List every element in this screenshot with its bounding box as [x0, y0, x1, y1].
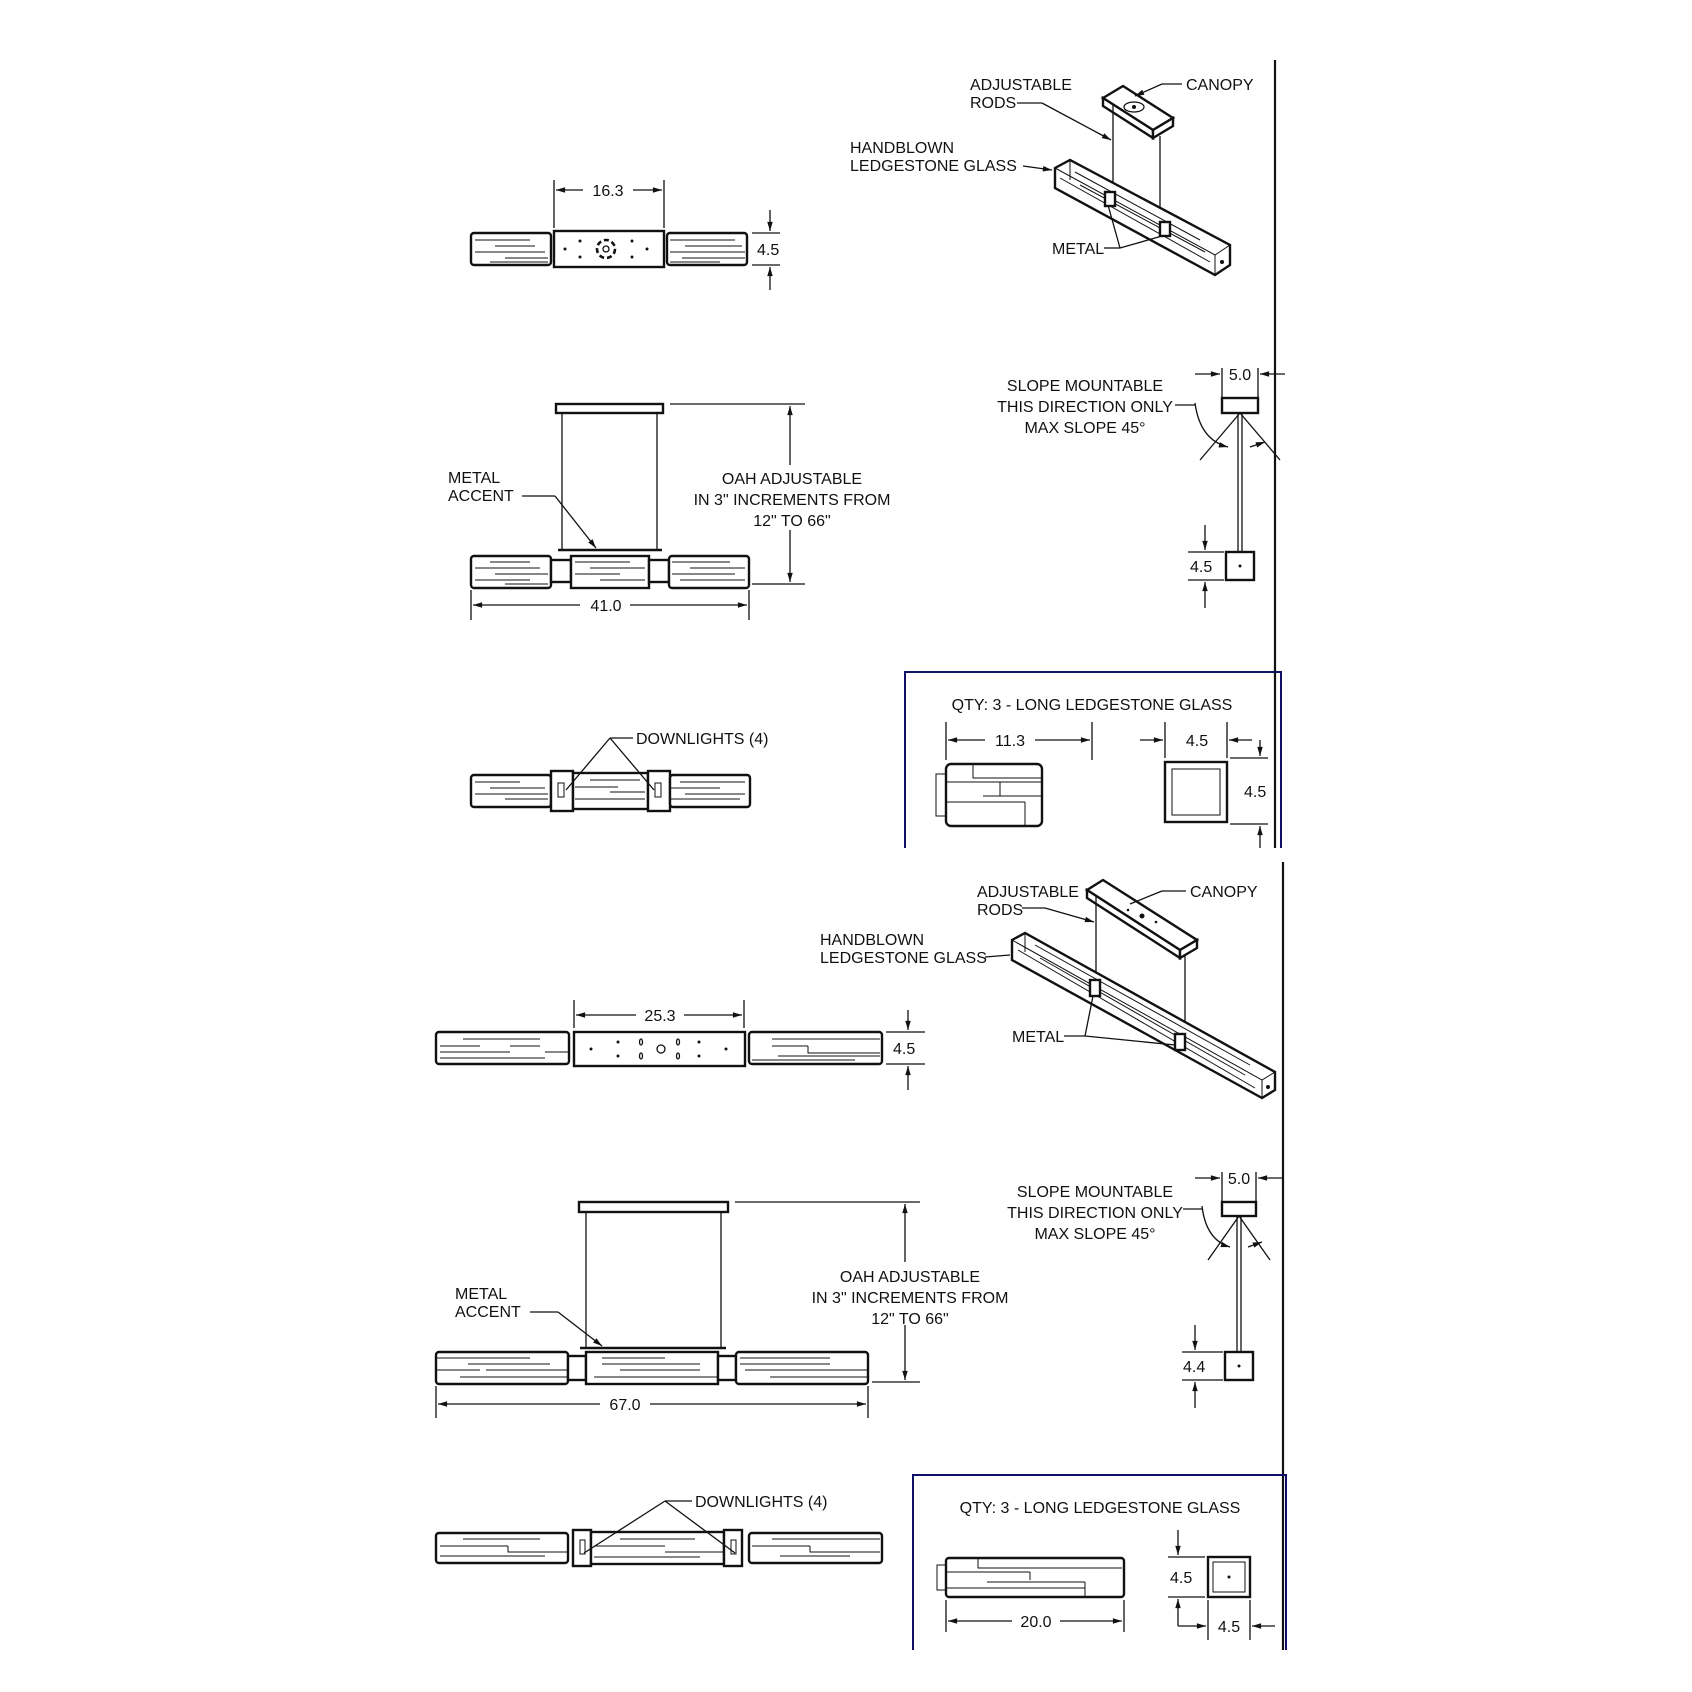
glass-segment-right — [665, 231, 749, 267]
glass-height-dim: 4.5 — [1170, 1570, 1192, 1587]
slope-note-line-1: SLOPE MOUNTABLE — [1007, 378, 1163, 395]
glass-body-iso — [1010, 931, 1277, 1100]
label-metal: METAL — [455, 1286, 507, 1303]
slope-note-line-2: THIS DIRECTION ONLY — [1007, 1205, 1183, 1222]
label-ledgestone-glass: LEDGESTONE GLASS — [820, 950, 987, 967]
canopy-top — [572, 1030, 747, 1068]
slope-note-line-2: THIS DIRECTION ONLY — [997, 399, 1173, 416]
slope-note-line-3: MAX SLOPE 45° — [1024, 420, 1145, 437]
glass-body-iso — [1053, 158, 1232, 277]
slope-note-line-3: MAX SLOPE 45° — [1034, 1226, 1155, 1243]
iso-view: ADJUSTABLE RODS CANOPY HANDBLOWN LEDGEST… — [820, 878, 1277, 1100]
sheet-2: 25.3 4.5 ADJUSTABLE RODS — [434, 862, 1287, 1650]
sheet-1: 16.3 4.5 — [448, 60, 1285, 848]
bottom-view: DOWNLIGHTS (4) — [469, 731, 768, 813]
oah-note-line-3: 12" TO 66" — [753, 513, 830, 530]
glass-side — [944, 762, 1044, 828]
canopy-top — [552, 229, 666, 269]
metal-connector-1 — [1103, 190, 1117, 208]
label-handblown: HANDBLOWN — [850, 140, 954, 157]
canopy-side — [1220, 396, 1260, 415]
oah-note-line-2: IN 3" INCREMENTS FROM — [812, 1290, 1009, 1307]
iso-view: ADJUSTABLE RODS CANOPY HANDBLOWN LEDGEST… — [850, 77, 1254, 277]
glass-detail-box: QTY: 3 - LONG LEDGESTONE GLASS 20.0 4.5 … — [912, 1474, 1287, 1650]
top-width-dim: 25.3 — [644, 1008, 675, 1025]
top-view: 16.3 4.5 — [469, 180, 780, 290]
top-view: 25.3 4.5 — [434, 1000, 925, 1090]
glass-detail-title: QTY: 3 - LONG LEDGESTONE GLASS — [960, 1500, 1241, 1517]
metal-connector-2 — [1173, 1032, 1187, 1052]
canopy-width-dim: 5.0 — [1228, 1171, 1250, 1188]
label-canopy: CANOPY — [1186, 77, 1254, 94]
glass-detail-title: QTY: 3 - LONG LEDGESTONE GLASS — [952, 697, 1233, 714]
body-height-dim: 4.5 — [1190, 559, 1212, 576]
label-downlights: DOWNLIGHTS (4) — [636, 731, 768, 748]
canopy-front — [554, 402, 665, 415]
oah-note-line-1: OAH ADJUSTABLE — [722, 471, 862, 488]
glass-height-dim: 4.5 — [1244, 784, 1266, 801]
detail-frame — [904, 671, 1282, 848]
overall-width-dim: 41.0 — [590, 598, 621, 615]
glass-length-dim: 20.0 — [1020, 1614, 1051, 1631]
body-height-dim: 4.4 — [1183, 1359, 1205, 1376]
front-view: 41.0 OAH ADJUSTABLE IN 3" INCREMENTS FRO… — [448, 402, 891, 620]
canopy-front — [577, 1200, 730, 1214]
label-metal: METAL — [1012, 1029, 1064, 1046]
glass-end — [1163, 760, 1229, 824]
downlight — [654, 782, 662, 798]
glass-end — [1206, 1555, 1252, 1599]
canopy-iso — [1100, 84, 1176, 141]
label-rods: RODS — [977, 902, 1023, 919]
label-adjustable: ADJUSTABLE — [970, 77, 1072, 94]
top-height-dim: 4.5 — [757, 242, 779, 259]
glass-length-dim: 11.3 — [995, 733, 1025, 750]
label-adjustable: ADJUSTABLE — [977, 884, 1079, 901]
oah-note-line-3: 12" TO 66" — [871, 1311, 948, 1328]
label-metal: METAL — [448, 470, 500, 487]
label-ledgestone-glass: LEDGESTONE GLASS — [850, 158, 1017, 175]
side-view: 5.0 SLOPE MOUNTABLE THIS DIRECTION ONLY … — [997, 367, 1285, 608]
label-handblown: HANDBLOWN — [820, 932, 924, 949]
label-accent: ACCENT — [448, 488, 514, 505]
slope-note-line-1: SLOPE MOUNTABLE — [1017, 1184, 1173, 1201]
downlight — [730, 1539, 737, 1555]
metal-connector-1 — [1088, 978, 1102, 998]
glass-side — [944, 1556, 1126, 1599]
oah-note-line-1: OAH ADJUSTABLE — [840, 1269, 980, 1286]
bottom-view: DOWNLIGHTS (4) — [434, 1494, 884, 1568]
downlight — [557, 782, 565, 798]
detail-frame — [912, 1474, 1287, 1650]
label-rods: RODS — [970, 95, 1016, 112]
overall-width-dim: 67.0 — [609, 1397, 640, 1414]
label-canopy: CANOPY — [1190, 884, 1258, 901]
label-metal: METAL — [1052, 241, 1104, 258]
glass-width-dim: 4.5 — [1218, 1619, 1240, 1636]
metal-connector-2 — [1158, 220, 1172, 238]
oah-note-line-2: IN 3" INCREMENTS FROM — [694, 492, 891, 509]
front-view: 67.0 OAH ADJUSTABLE IN 3" INCREMENTS FRO… — [434, 1200, 1009, 1418]
side-view: 5.0 SLOPE MOUNTABLE THIS DIRECTION ONLY … — [1007, 1171, 1282, 1408]
glass-detail-box: QTY: 3 - LONG LEDGESTONE GLASS 11.3 4.5 … — [904, 671, 1282, 848]
top-height-dim: 4.5 — [893, 1041, 915, 1058]
canopy-width-dim: 5.0 — [1229, 367, 1251, 384]
downlight — [579, 1539, 586, 1555]
label-accent: ACCENT — [455, 1304, 521, 1321]
glass-segment-left — [469, 231, 553, 267]
label-downlights: DOWNLIGHTS (4) — [695, 1494, 827, 1511]
top-width-dim: 16.3 — [592, 183, 623, 200]
glass-width-dim: 4.5 — [1186, 733, 1208, 750]
canopy-side — [1220, 1200, 1258, 1218]
